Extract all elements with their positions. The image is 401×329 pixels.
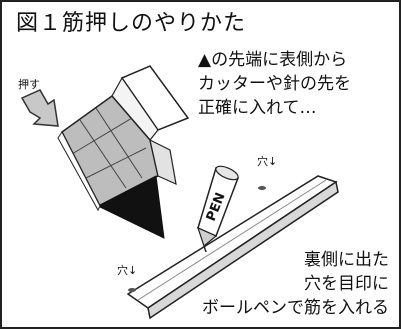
tip-instruction-line: ▲の先端に表側から	[198, 50, 348, 70]
hole-label-bottom: 穴↓	[117, 264, 138, 277]
ruler-bar	[126, 175, 339, 320]
tip-instruction-line: 正確に入れて…	[198, 98, 317, 118]
tip-instruction: ▲の先端に表側から カッターや針の先を 正確に入れて…	[198, 48, 351, 120]
back-instruction-line: 穴を目印に	[304, 274, 389, 294]
hole-mark-top	[258, 186, 266, 190]
tip-instruction-line: カッターや針の先を	[198, 74, 351, 94]
folded-paper	[57, 65, 190, 239]
diagram-title: 図１筋押しのやりかた	[16, 11, 247, 36]
hole-mark-bottom	[128, 288, 136, 292]
back-instruction: 裏側に出た 穴を目印に ボールペンで筋を入れる	[202, 248, 389, 320]
back-instruction-line: 裏側に出た	[304, 250, 389, 270]
back-instruction-line: ボールペンで筋を入れる	[202, 298, 389, 318]
hole-label-top: 穴↓	[257, 155, 278, 168]
push-label: 押す	[18, 78, 40, 91]
push-arrow-icon	[20, 89, 59, 127]
